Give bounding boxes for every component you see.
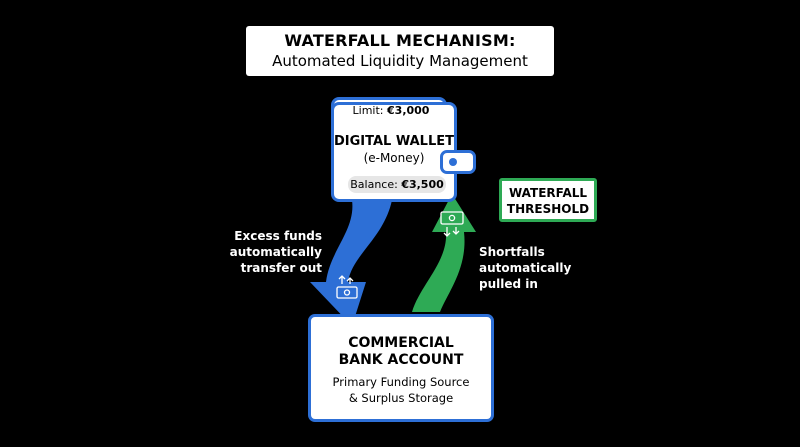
- waterfall-threshold-box: WATERFALL THRESHOLD: [499, 178, 597, 222]
- money-transfer-icon: [336, 275, 358, 299]
- excess-out-label: Excess funds automatically transfer out: [229, 229, 322, 275]
- wallet-type: (e-Money): [363, 151, 425, 165]
- shortfall-in-label: Shortfalls automatically pulled in: [479, 245, 572, 291]
- bank-name: COMMERCIAL BANK ACCOUNT: [338, 335, 464, 368]
- commercial-bank-card: COMMERCIAL BANK ACCOUNT Primary Funding …: [308, 314, 494, 422]
- wallet-balance: Balance: €3,500: [348, 176, 446, 193]
- diagram-subtitle: Automated Liquidity Management: [272, 52, 528, 70]
- wallet-clasp-icon: [440, 150, 476, 174]
- excess-out-arrow: [310, 200, 392, 326]
- threshold-line-1: WATERFALL: [508, 186, 588, 200]
- diagram-title-box: WATERFALL MECHANISM: Automated Liquidity…: [246, 26, 554, 76]
- wallet-limit: Limit: €3,000: [352, 104, 430, 117]
- threshold-line-2: THRESHOLD: [506, 202, 590, 216]
- wallet-name: DIGITAL WALLET: [334, 134, 454, 149]
- bank-description: Primary Funding Source & Surplus Storage: [332, 375, 470, 405]
- money-transfer-icon: [440, 211, 464, 237]
- diagram-title: WATERFALL MECHANISM:: [284, 31, 516, 50]
